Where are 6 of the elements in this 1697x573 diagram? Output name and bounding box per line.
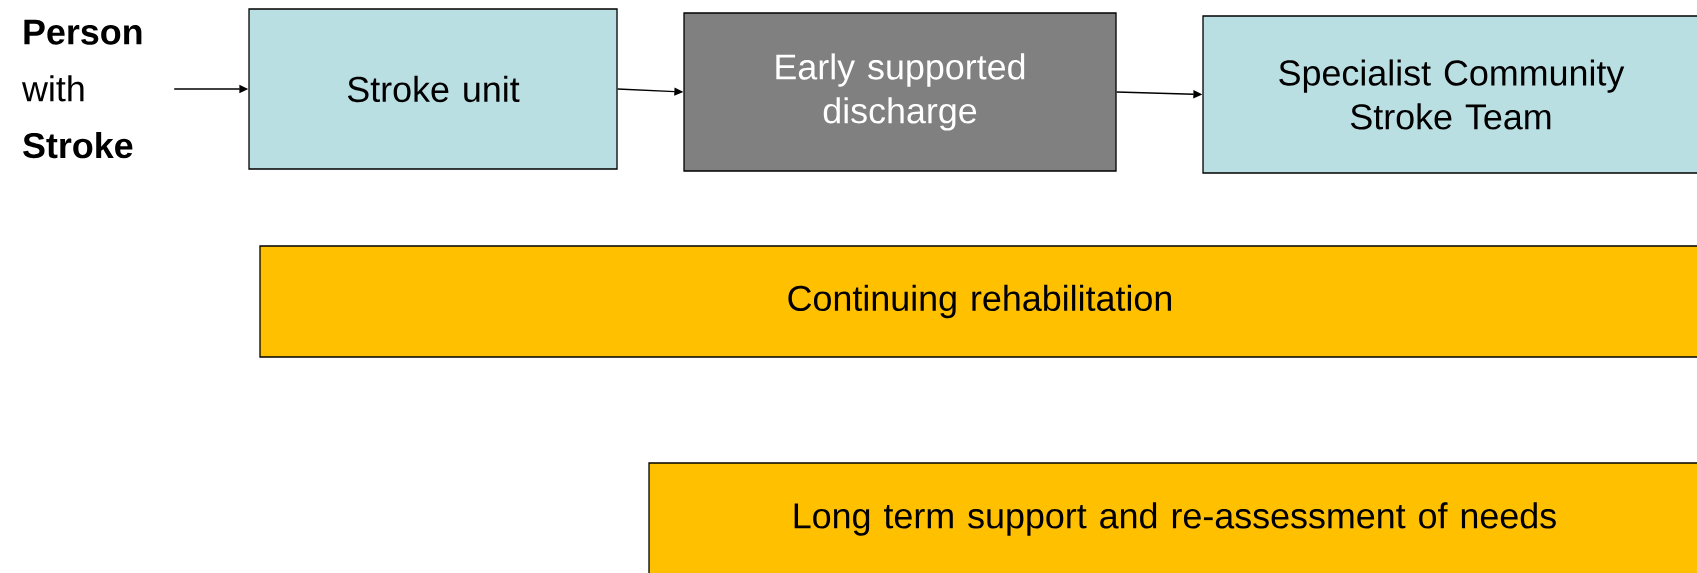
label-text: Person with Stroke [21, 19, 142, 159]
process-box: Stroke unit [248, 8, 618, 170]
stage-band: Long term support and re-assessment of needs [648, 462, 1697, 573]
stage-band: Continuing rehabilitation [259, 245, 1697, 358]
process-box: Early supported discharge [683, 12, 1117, 172]
process-box: Specialist Community Stroke Team [1202, 15, 1697, 174]
